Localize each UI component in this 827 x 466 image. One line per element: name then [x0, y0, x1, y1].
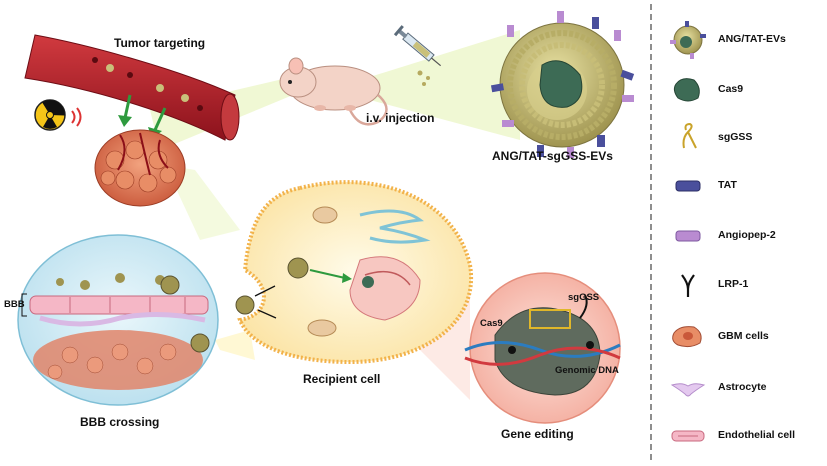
gbm-cell-icon	[672, 326, 702, 348]
large-ev-particle	[490, 11, 635, 158]
recipient-cell	[235, 180, 474, 365]
beam-mouse-ev	[360, 30, 520, 140]
beam-bbb-cell	[215, 330, 255, 360]
astrocyte-icon	[670, 383, 706, 397]
radiation-icon	[34, 99, 82, 131]
arrow-vessel-tumor-2	[153, 107, 167, 131]
mouse-illustration	[279, 57, 388, 126]
label-gene-editing: Gene editing	[501, 427, 574, 441]
legend-label-astrocyte: Astrocyte	[718, 381, 767, 393]
beam-tumor-bbb	[165, 165, 240, 240]
label-bbb-crossing: BBB crossing	[80, 415, 160, 429]
label-product: ANG/TAT-sgGSS-EVs	[492, 149, 613, 163]
legend-label-lrp-1: LRP-1	[718, 278, 749, 290]
label-bbb: BBB	[4, 299, 25, 310]
sgrna-icon	[682, 122, 697, 149]
legend-label-cas9: Cas9	[718, 83, 744, 95]
angiopep-icon	[675, 230, 701, 242]
tat-peptide-icon	[675, 180, 701, 192]
legend-label-sggss: sgGSS	[718, 131, 753, 143]
label-sggss: sgGSS	[568, 292, 600, 303]
cas9-protein-icon	[673, 78, 700, 102]
lrp1-receptor-icon	[681, 274, 695, 297]
legend-label-angiopep-2: Angiopep-2	[718, 229, 776, 241]
legend-label-ang-tat-evs: ANG/TAT-EVs	[718, 33, 786, 45]
label-recipient-cell: Recipient cell	[303, 372, 381, 386]
legend-label-tat: TAT	[718, 179, 737, 191]
gene-editing-bubble	[464, 272, 621, 424]
label-tumor-targeting: Tumor targeting	[114, 36, 206, 50]
tumor-mass	[94, 129, 186, 207]
syringe-icon	[393, 25, 442, 67]
label-cas9: Cas9	[480, 318, 503, 329]
endothelial-cell-icon	[671, 430, 705, 442]
legend-label-endothelial-cell: Endothelial cell	[718, 429, 796, 441]
label-iv-injection: i.v. injection	[366, 111, 435, 125]
bbb-bubble	[17, 234, 219, 406]
ev-particle-icon	[670, 21, 706, 59]
legend-label-gbm-cells: GBM cells	[718, 330, 769, 342]
blood-vessel	[24, 34, 240, 141]
arrow-vessel-tumor-1	[123, 94, 132, 119]
label-genomic-dna: Genomic DNA	[555, 365, 619, 376]
